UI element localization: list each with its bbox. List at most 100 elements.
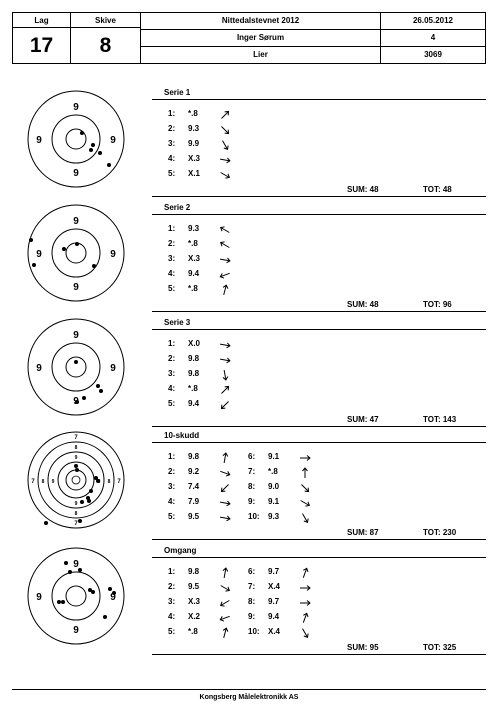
shot-value: X.3	[188, 154, 201, 163]
shot-hit	[29, 238, 33, 242]
ring-label: 9	[73, 559, 79, 570]
shot-value: 9.1	[268, 497, 280, 506]
series-total: TOT: 143	[423, 415, 457, 424]
shot-hit	[61, 600, 65, 604]
series-total: TOT: 325	[423, 643, 457, 652]
series-title: Serie 2	[164, 203, 191, 212]
shot-hit	[112, 591, 116, 595]
shot-row: 2:9.8	[168, 354, 258, 366]
shot-number: 4:	[168, 612, 176, 621]
shot-value: *.8	[188, 239, 198, 248]
shot-number: 1:	[168, 339, 176, 348]
skive-label: Skive	[95, 16, 116, 25]
shooter-class: 4	[430, 33, 436, 42]
ring-label: 9	[110, 592, 116, 603]
shot-row: 8:9.0	[248, 482, 338, 494]
shot-value: 9.5	[188, 582, 200, 591]
shot-hit	[80, 500, 84, 504]
shot-number: 2:	[168, 239, 176, 248]
shot-hit	[108, 587, 112, 591]
shot-value: 9.2	[188, 467, 200, 476]
shot-hit	[91, 143, 95, 147]
shot-value: X.2	[188, 612, 201, 621]
event-date: 26.05.2012	[412, 16, 454, 25]
club-name: Lier	[141, 47, 381, 63]
shot-number: 4:	[168, 384, 176, 393]
shot-hit	[75, 400, 79, 404]
direction-arrow-icon	[220, 470, 231, 477]
ring-label: 9	[110, 363, 116, 374]
series-sum: SUM: 87	[347, 528, 379, 537]
shot-row: 5:9.5	[168, 512, 258, 524]
shot-number: 2:	[168, 124, 176, 133]
shot-value: 9.8	[188, 354, 200, 363]
shot-hit	[57, 600, 61, 604]
shot-row: 1:*.8	[168, 109, 258, 121]
sum-row	[152, 299, 486, 312]
direction-arrow-icon	[222, 140, 229, 151]
direction-arrow-icon	[219, 157, 231, 164]
direction-arrow-icon	[221, 126, 230, 135]
shot-number: 3:	[168, 139, 176, 148]
shot-number: 6:	[248, 452, 256, 461]
shot-hit	[82, 396, 86, 400]
target-diagram: 777788889999	[27, 431, 125, 529]
shot-number: 7:	[248, 467, 256, 476]
shot-row: 2: *.8	[168, 239, 258, 251]
shot-number: 5:	[168, 284, 176, 293]
shot-row: 5:X.1	[168, 169, 258, 181]
shot-hit	[99, 389, 103, 393]
shot-row: 3: 9.9	[168, 139, 258, 151]
direction-arrow-icon	[302, 612, 309, 623]
ring-label: 9	[73, 216, 79, 227]
shot-hit	[87, 499, 91, 503]
ring-label: 9	[73, 102, 79, 113]
ring-label: 7	[31, 479, 35, 485]
sum-row	[152, 642, 486, 655]
direction-arrow-icon	[219, 515, 231, 522]
shot-number: 6:	[248, 567, 256, 576]
ring-label: 9	[36, 249, 42, 260]
shot-value: 9.8	[188, 452, 200, 461]
shot-row: 4:9.4	[168, 269, 258, 281]
series-sum: SUM: 95	[347, 643, 379, 652]
series-title: Serie 1	[164, 88, 191, 97]
shot-row: 4:X.3	[168, 154, 258, 166]
shot-value: 9.8	[188, 567, 200, 576]
shot-value: 9.7	[268, 597, 280, 606]
shot-hit	[98, 151, 102, 155]
direction-arrow-icon	[219, 600, 230, 607]
shot-hit	[94, 476, 98, 480]
shot-hit	[64, 561, 68, 565]
series-divider	[152, 442, 486, 443]
shot-row: 4: X.2	[168, 612, 258, 624]
series-title: Serie 3	[164, 318, 191, 327]
shot-value: *.8	[188, 109, 198, 118]
shot-number: 4:	[168, 497, 176, 506]
shot-value: 9.9	[188, 139, 200, 148]
ring-label: 9	[75, 501, 78, 507]
direction-arrow-icon	[222, 369, 229, 381]
ring-label: 9	[52, 479, 55, 485]
sum-row	[152, 184, 486, 197]
direction-arrow-icon	[220, 585, 231, 592]
shot-value: 9.1	[268, 452, 280, 461]
shot-hit	[68, 570, 72, 574]
shot-number: 10:	[248, 627, 260, 636]
series-title: Omgang	[164, 546, 197, 555]
shot-number: 10:	[248, 512, 260, 521]
shot-row: 1:9.8	[168, 452, 258, 464]
direction-arrow-icon	[219, 272, 230, 279]
shot-hit	[96, 384, 100, 388]
shot-row: 2:9.5	[168, 582, 258, 594]
shot-value: 9.5	[188, 512, 200, 521]
shot-row: 9:9.1	[248, 497, 338, 509]
lag-label: Lag	[34, 16, 49, 25]
direction-arrow-icon	[222, 284, 229, 295]
series-total: TOT: 48	[423, 185, 452, 194]
shot-hit	[107, 163, 111, 167]
ring-label: 9	[36, 592, 42, 603]
direction-arrow-icon	[222, 452, 229, 464]
shot-hit	[89, 489, 93, 493]
shot-hit	[32, 263, 36, 267]
